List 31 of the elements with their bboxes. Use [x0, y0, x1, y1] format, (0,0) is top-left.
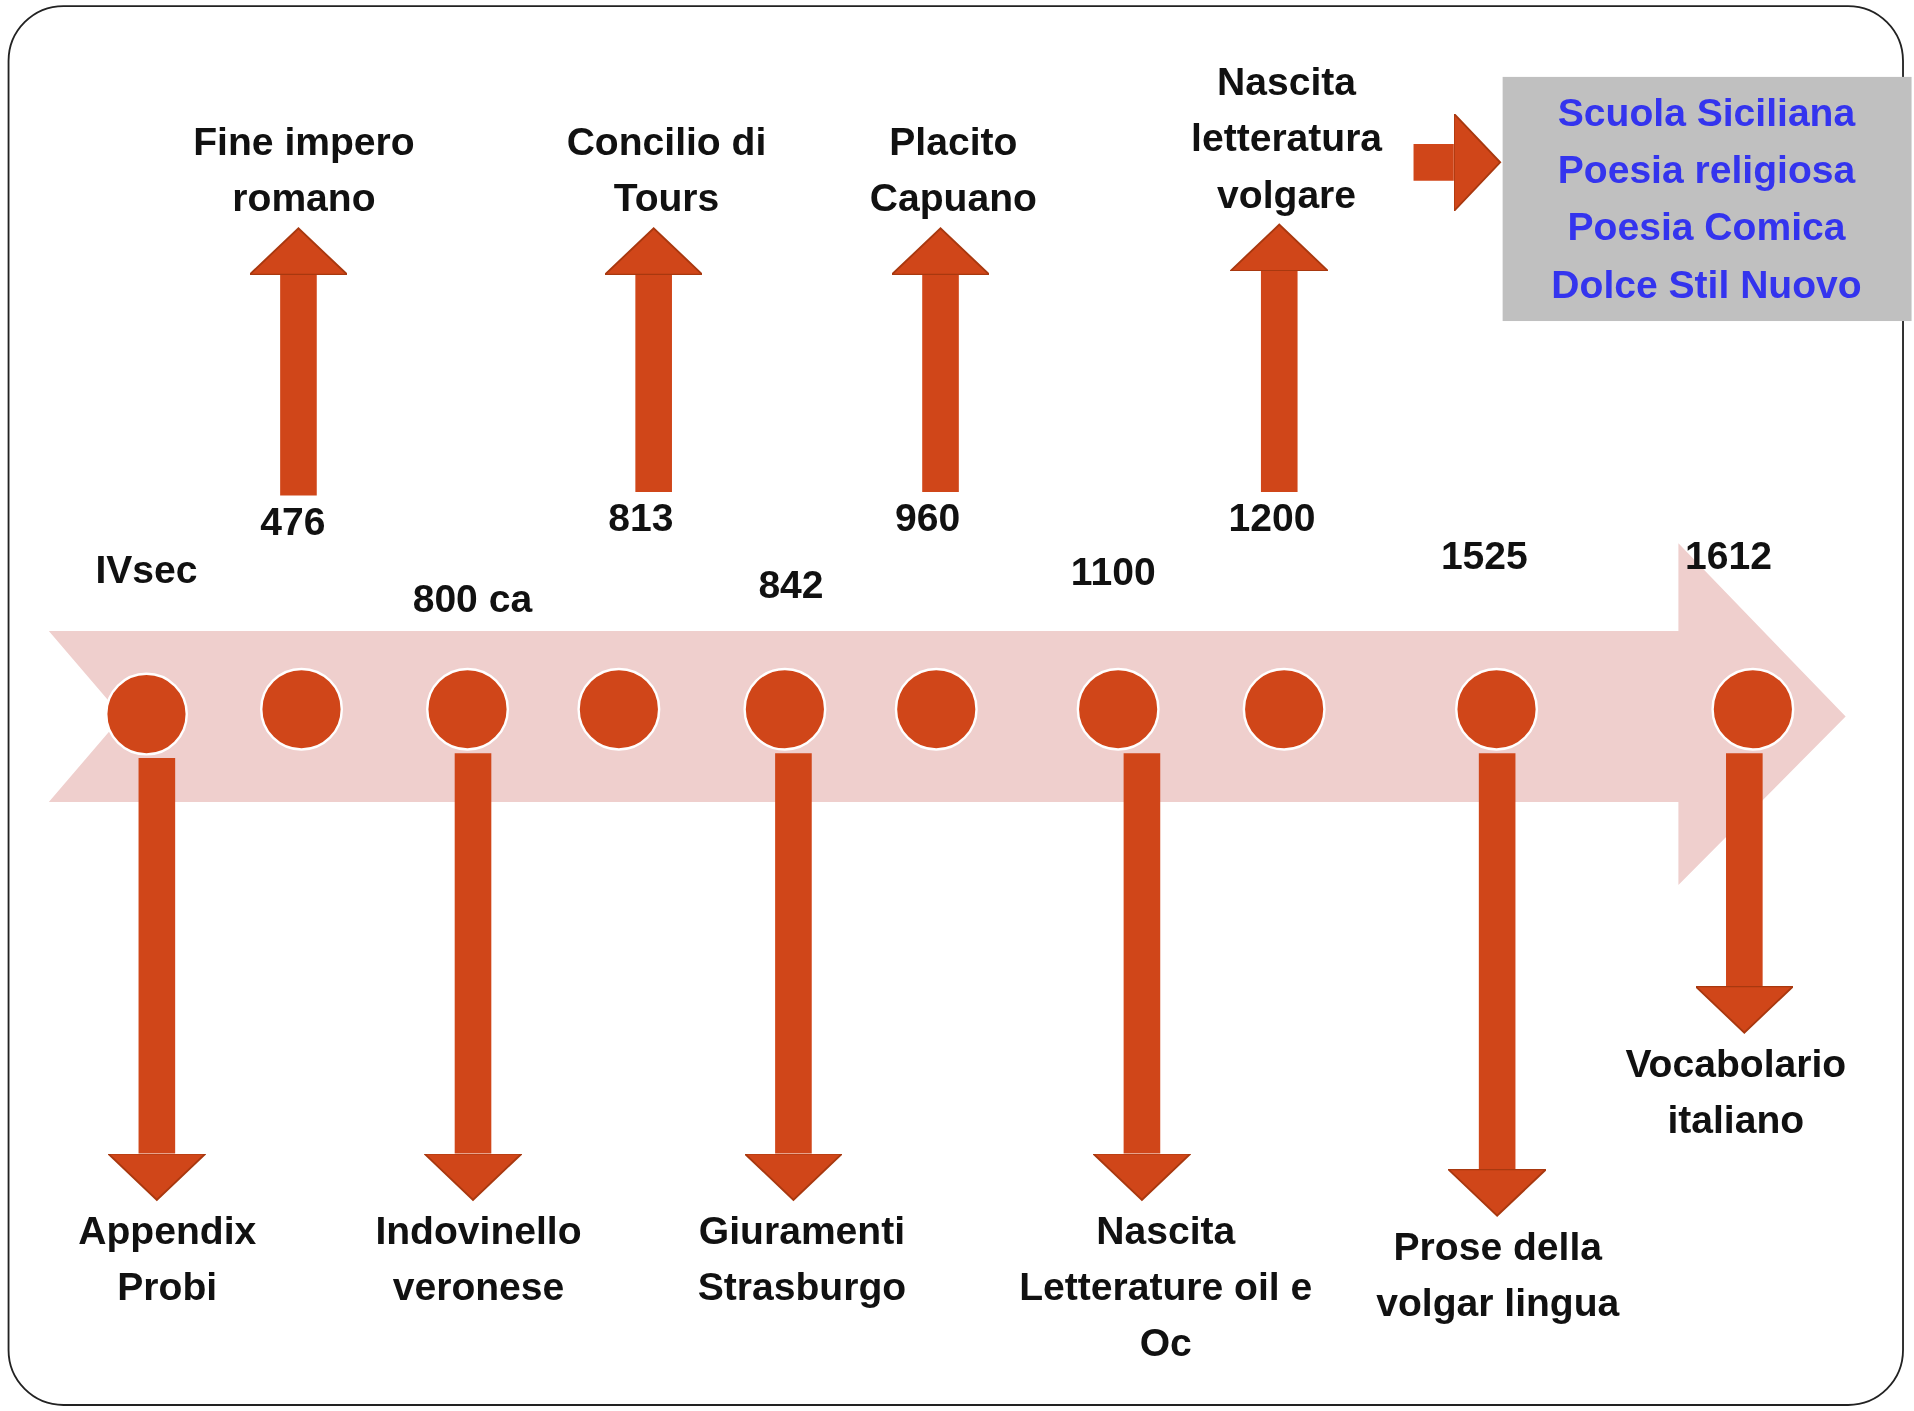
event-label: Concilio di Tours: [532, 113, 801, 226]
year-label: 1200: [1186, 489, 1358, 546]
topic-label: Scuola Siciliana: [1556, 89, 1857, 137]
year-label: 813: [555, 489, 727, 546]
year-label: 1612: [1643, 527, 1814, 584]
topic-label: Dolce Stil Nuovo: [1550, 261, 1863, 309]
event-label: Vocabolario italiano: [1601, 1035, 1871, 1148]
topic-box: [1502, 76, 1911, 322]
event-label: Indovinello veronese: [344, 1202, 613, 1315]
topic-label: Poesia religiosa: [1556, 146, 1857, 194]
topic-label: Poesia Comica: [1566, 204, 1847, 251]
event-label: Fine impero romano: [157, 113, 451, 226]
event-label: Nascita Letterature oil e Oc: [1013, 1202, 1319, 1371]
event-label: Placito Capuano: [831, 113, 1076, 226]
event-label: Appendix Probi: [45, 1202, 290, 1315]
block-arrow: [1447, 753, 1547, 1217]
block-arrow: [890, 227, 991, 492]
event-label: Prose della volgar lingua: [1351, 1218, 1645, 1331]
event-label: Giuramenti Strasburgo: [655, 1202, 949, 1315]
block-arrow: [1413, 112, 1502, 213]
event-label: Nascita letteratura volgare: [1164, 53, 1409, 223]
block-arrow: [423, 753, 523, 1201]
year-label: 960: [842, 489, 1014, 546]
year-label: 1100: [1027, 543, 1199, 600]
block-arrow: [1229, 223, 1329, 492]
block-arrow: [248, 227, 349, 496]
block-arrow: [603, 227, 704, 492]
year-label: 800 ca: [374, 570, 571, 627]
year-label: 842: [705, 556, 877, 613]
year-label: 1525: [1398, 527, 1570, 584]
block-arrow: [743, 753, 844, 1201]
